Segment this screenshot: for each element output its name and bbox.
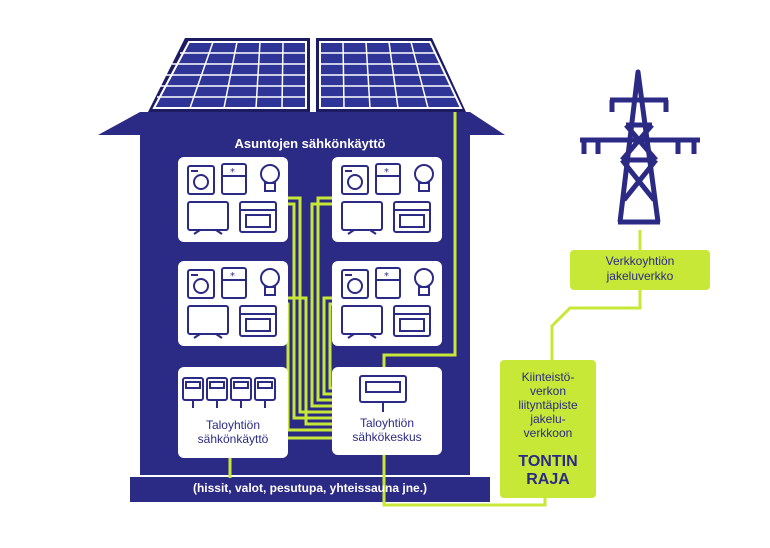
power-pylon-icon bbox=[580, 69, 700, 225]
distribution-box bbox=[570, 250, 710, 290]
boundary-box bbox=[500, 360, 596, 498]
boundary-label: TONTIN RAJA bbox=[518, 453, 578, 488]
house-footer: (hissit, valot, pesutupa, yhteissauna jn… bbox=[192, 481, 428, 495]
house-title: Asuntojen sähkönkäyttö bbox=[234, 136, 386, 151]
solar-panels bbox=[148, 38, 466, 112]
distribution-label: Verkkoyhtiön jakeluverkko bbox=[605, 254, 675, 283]
main-board-label: Taloyhtiön sähkökeskus bbox=[352, 416, 422, 444]
wiring bbox=[228, 112, 642, 507]
connection-point-label: Kiinteistö-verkon liityntäpiste jakelu-v… bbox=[518, 370, 578, 440]
common-use-label: Taloyhtiön sähkönkäyttö bbox=[197, 418, 269, 446]
